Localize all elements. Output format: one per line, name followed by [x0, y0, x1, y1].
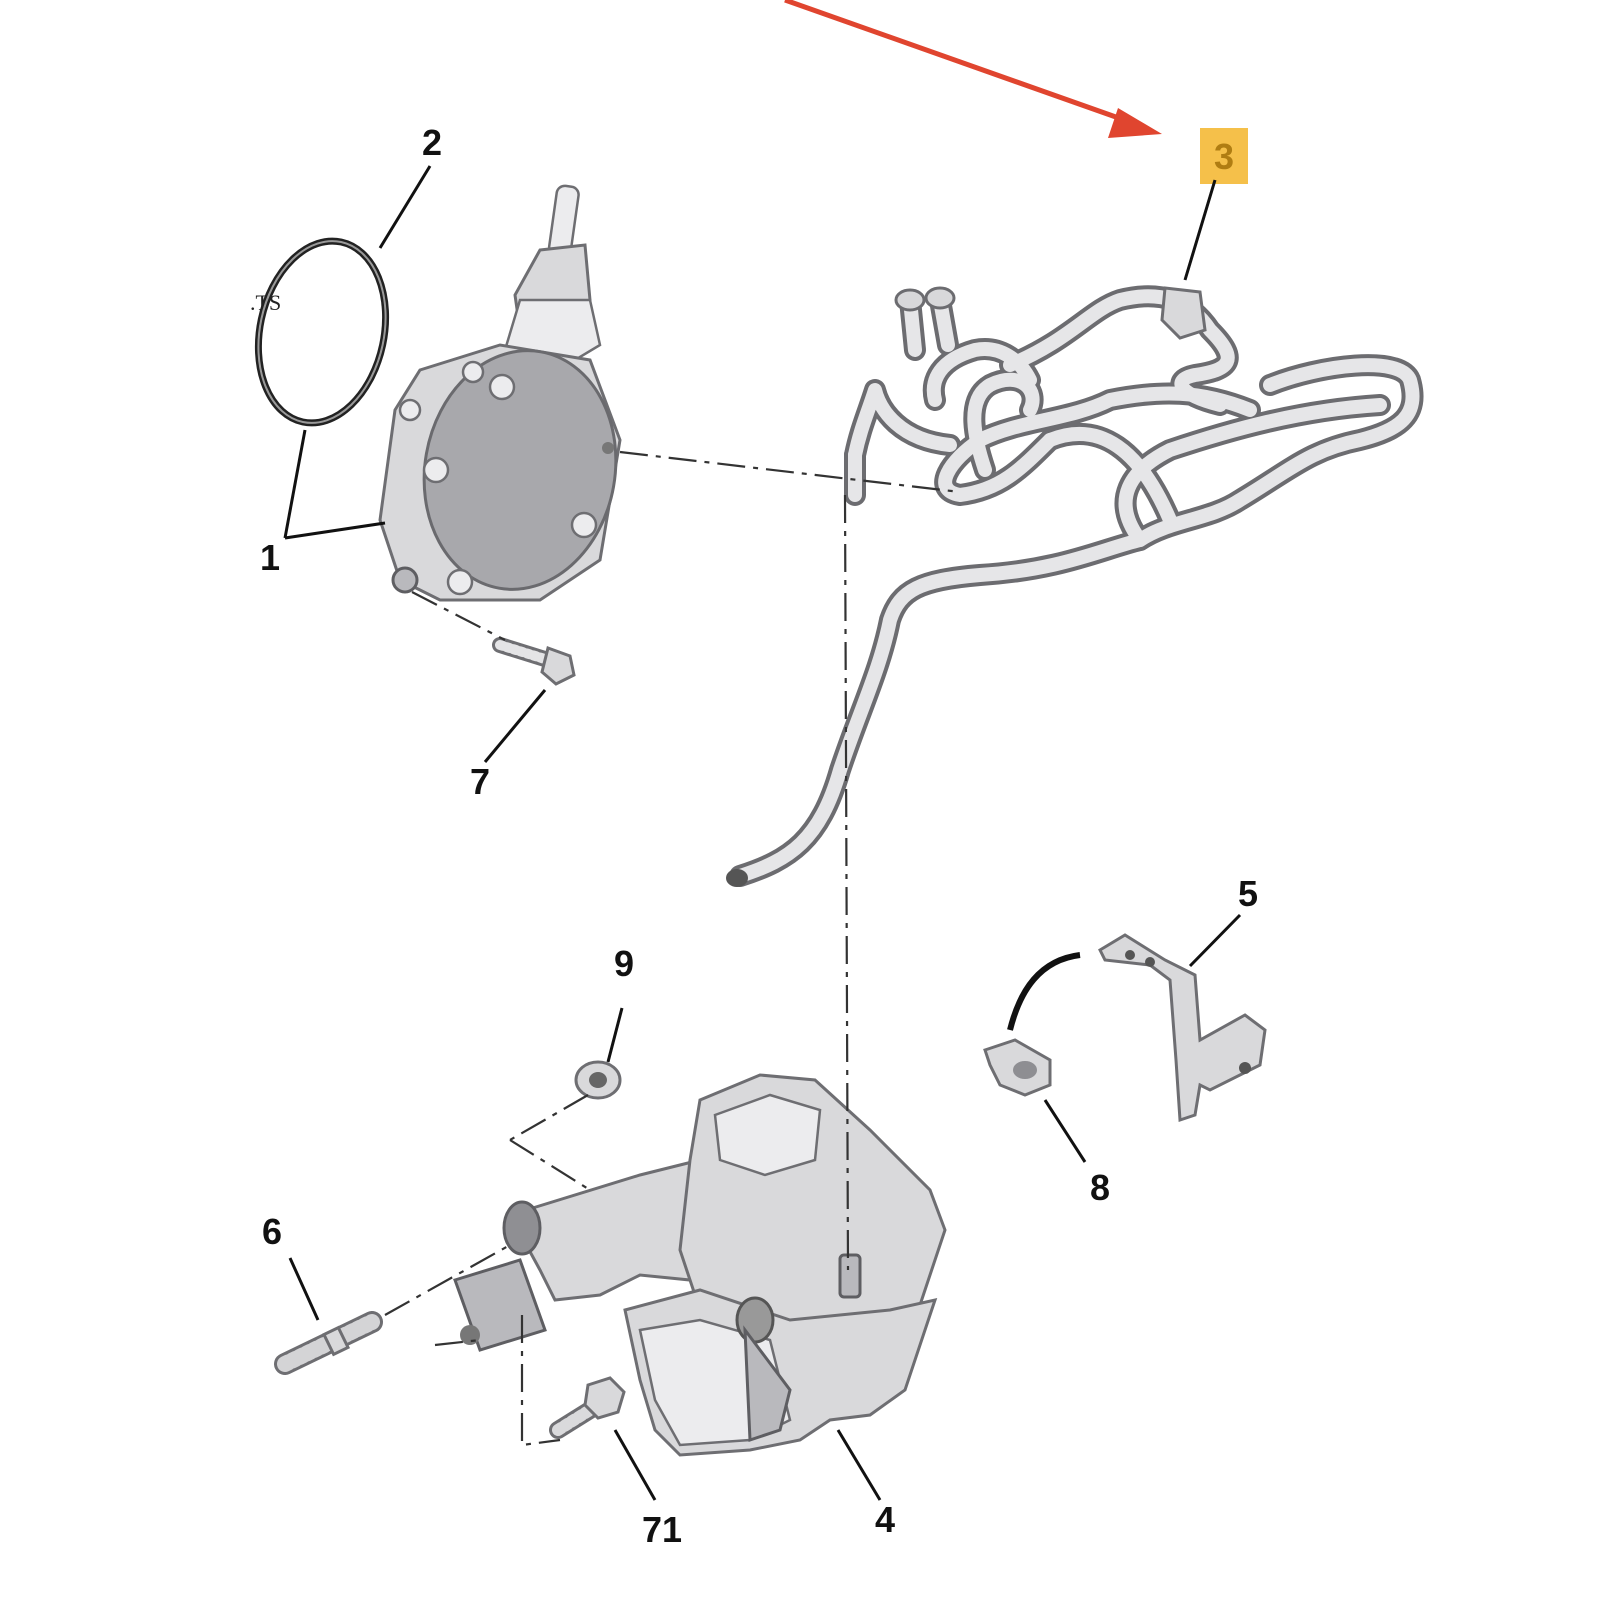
bracket-part — [1098, 933, 1267, 1123]
o-ring-part — [254, 237, 390, 427]
vacuum-hose-harness-part — [726, 285, 1424, 887]
callout-5: 5 — [1238, 873, 1258, 914]
callout-7: 7 — [470, 761, 490, 802]
bolt-7-part — [492, 637, 576, 686]
callout-3-highlight: 3 — [1200, 128, 1248, 184]
clip-part — [983, 952, 1081, 1097]
alignment-lines — [384, 450, 961, 1447]
grommet-part — [574, 1060, 622, 1100]
callout-6: 6 — [262, 1211, 282, 1252]
leader-lines — [283, 165, 1242, 1501]
reservoir-tank-part — [453, 1073, 947, 1457]
callout-9: 9 — [614, 943, 634, 984]
vacuum-pump-part — [378, 184, 622, 602]
pointer-arrow — [784, 0, 1162, 138]
stud-part — [274, 1311, 383, 1375]
callout-1: 1 — [260, 537, 280, 578]
callout-8: 8 — [1090, 1167, 1110, 1208]
callout-2: 2 — [422, 122, 442, 163]
callout-71: 71 — [642, 1509, 682, 1550]
bolt-71-part — [549, 1376, 626, 1439]
callout-3: 3 — [1214, 136, 1234, 177]
callout-4: 4 — [875, 1499, 895, 1540]
